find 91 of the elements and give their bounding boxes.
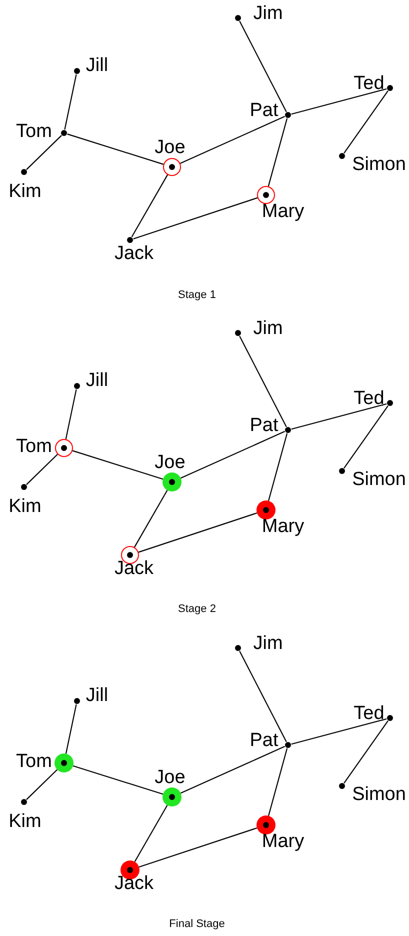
node-dot bbox=[61, 130, 67, 136]
person-name: Kim bbox=[8, 812, 42, 832]
connector-line bbox=[65, 389, 77, 440]
person-name: Jim bbox=[253, 319, 283, 339]
highlighted-node-dot bbox=[256, 500, 276, 520]
connector-line bbox=[268, 748, 288, 816]
person-name: Mary bbox=[262, 202, 304, 222]
node-dot bbox=[235, 330, 241, 336]
person-name: Mary bbox=[262, 832, 304, 852]
stage-caption: Stage 2 bbox=[178, 603, 216, 615]
node-dot bbox=[285, 112, 291, 118]
connector-line bbox=[180, 116, 286, 164]
person-name: Tom bbox=[16, 752, 52, 772]
person-name: Pat bbox=[250, 416, 278, 436]
person-name: Jill bbox=[86, 56, 108, 76]
connector-line bbox=[138, 512, 258, 553]
highlighted-node-dot bbox=[54, 754, 74, 772]
connector-line bbox=[26, 769, 58, 800]
node-dot bbox=[21, 484, 27, 490]
person-name: Ted bbox=[354, 389, 384, 409]
person-name: Simon bbox=[352, 155, 406, 175]
connector-line bbox=[239, 650, 287, 742]
connector-line bbox=[344, 406, 388, 468]
node-dot bbox=[339, 783, 345, 789]
person-name: Pat bbox=[250, 101, 278, 121]
person-name: Kim bbox=[8, 497, 42, 517]
person-name: Ted bbox=[354, 74, 384, 94]
connector-line bbox=[291, 718, 387, 745]
node-dot bbox=[285, 742, 291, 748]
person-name: Jim bbox=[253, 634, 283, 654]
person-name: Jack bbox=[114, 874, 154, 894]
highlighted-node-dot bbox=[162, 788, 182, 806]
node-dot bbox=[387, 715, 393, 721]
person-name: Jack bbox=[114, 559, 154, 579]
highlighted-node-dot bbox=[257, 186, 275, 204]
connector-line bbox=[291, 403, 387, 430]
person-name: Simon bbox=[352, 785, 406, 805]
person-name: Jack bbox=[114, 244, 154, 264]
connector-line bbox=[268, 118, 288, 186]
node-dot bbox=[74, 698, 80, 704]
connector-line bbox=[134, 490, 168, 548]
connector-line bbox=[291, 88, 387, 115]
node-dot bbox=[21, 799, 27, 805]
person-name: Pat bbox=[250, 731, 278, 751]
person-name: Joe bbox=[154, 453, 186, 473]
person-name: Joe bbox=[154, 768, 186, 788]
node-dot bbox=[339, 468, 345, 474]
node-dot bbox=[235, 645, 241, 651]
connector-line bbox=[138, 827, 258, 868]
connector-line bbox=[239, 336, 287, 428]
node-dot bbox=[235, 15, 241, 21]
connector-line bbox=[133, 197, 258, 240]
connector-line bbox=[180, 746, 286, 794]
person-name: Simon bbox=[352, 470, 406, 490]
node-dot bbox=[74, 68, 80, 74]
connector-line bbox=[344, 90, 388, 154]
stage-caption: Final Stage bbox=[169, 918, 225, 930]
person-name: Ted bbox=[354, 704, 384, 724]
connector-line bbox=[67, 134, 164, 165]
connector-line bbox=[344, 720, 388, 784]
highlighted-node-dot bbox=[55, 439, 73, 457]
person-name: Tom bbox=[16, 437, 52, 457]
connector-line bbox=[26, 454, 58, 485]
node-dot bbox=[387, 85, 393, 91]
connector-line bbox=[131, 174, 168, 238]
connector-line bbox=[134, 804, 168, 862]
person-name: Jim bbox=[253, 4, 283, 24]
connector-line bbox=[64, 74, 77, 130]
node-dot bbox=[387, 400, 393, 406]
connector-line bbox=[72, 450, 164, 480]
connector-line bbox=[239, 20, 287, 112]
highlighted-node-dot bbox=[256, 816, 276, 834]
node-dot bbox=[285, 427, 291, 433]
person-name: Jill bbox=[86, 371, 108, 391]
person-name: Joe bbox=[154, 138, 186, 158]
person-name: Mary bbox=[262, 517, 304, 537]
connector-line bbox=[26, 135, 62, 170]
connector-line bbox=[180, 430, 286, 479]
highlighted-node-dot bbox=[163, 158, 181, 176]
connector-line bbox=[65, 704, 77, 754]
node-dot bbox=[127, 237, 133, 243]
person-name: Tom bbox=[16, 122, 52, 142]
node-dot bbox=[21, 169, 27, 175]
person-name: Jill bbox=[86, 686, 108, 706]
connector-line bbox=[72, 765, 164, 795]
node-dot bbox=[339, 153, 345, 159]
highlighted-node-dot bbox=[162, 472, 182, 492]
connector-line bbox=[268, 433, 288, 501]
person-name: Kim bbox=[8, 182, 42, 202]
node-dot bbox=[74, 383, 80, 389]
stage-caption: Stage 1 bbox=[178, 289, 216, 301]
